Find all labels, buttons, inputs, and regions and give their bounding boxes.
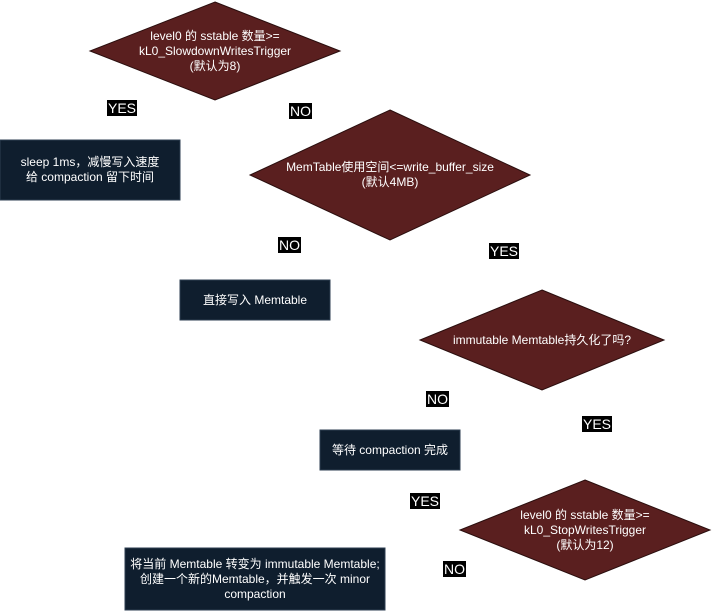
decision-memtable-size	[248, 109, 532, 241]
decision-stop-trigger	[458, 479, 712, 581]
label-d2-no: NO	[278, 237, 301, 253]
process-new-memtable	[124, 547, 386, 611]
decision-slowdown-trigger	[88, 1, 342, 101]
label-d1-yes: YES	[107, 100, 138, 116]
label-d3-yes: YES	[582, 416, 613, 432]
label-d4-no: NO	[443, 561, 466, 577]
label-d3-no: NO	[426, 391, 449, 407]
label-d1-no: NO	[289, 103, 312, 119]
label-d4-yes: YES	[410, 493, 441, 509]
decision-immutable-persisted	[418, 289, 666, 391]
process-wait-compaction	[319, 429, 461, 471]
process-write-memtable	[179, 279, 331, 321]
process-sleep-1ms	[0, 139, 181, 201]
label-d2-yes: YES	[489, 243, 520, 259]
